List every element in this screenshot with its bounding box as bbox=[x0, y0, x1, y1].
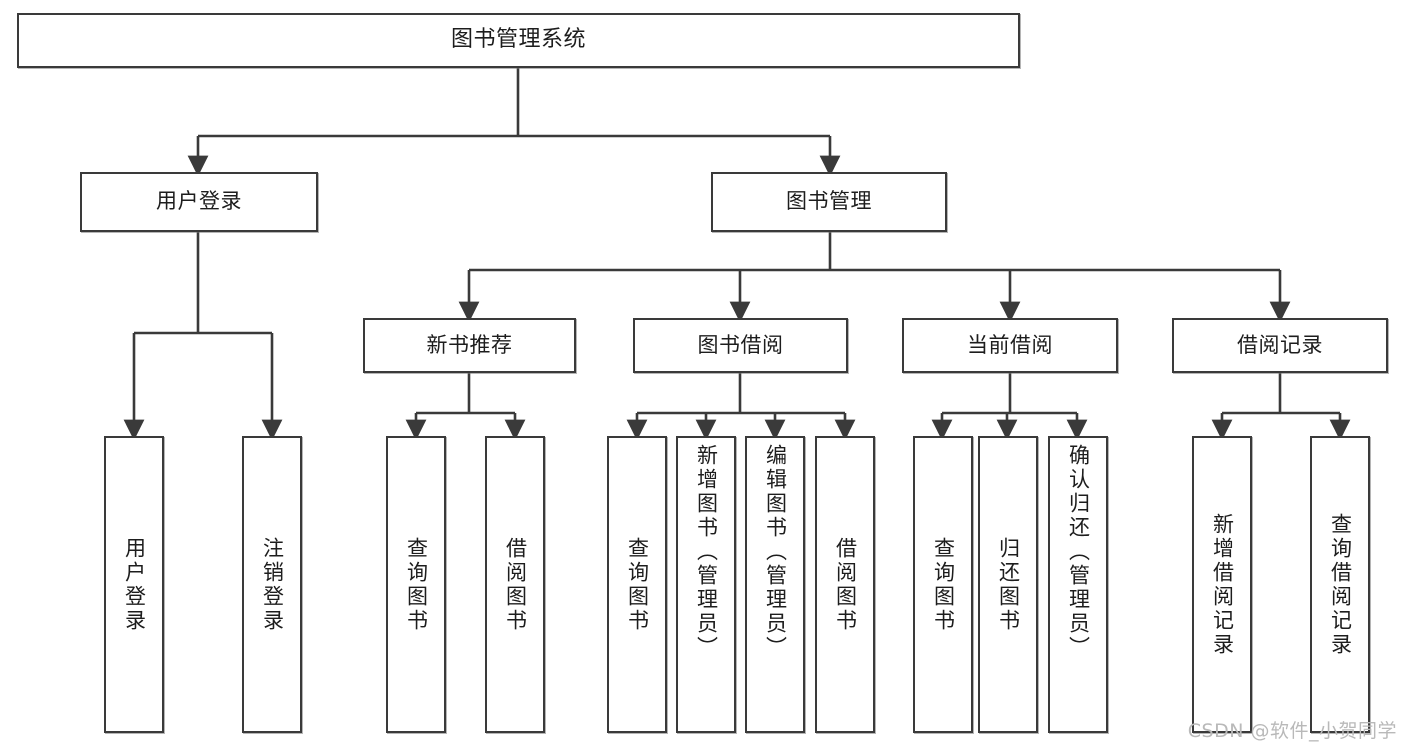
node-label: 注销登录 bbox=[260, 536, 285, 633]
node-label: 用户登录 bbox=[122, 536, 147, 633]
leaf-new-book-query-book[interactable]: 查询图书 bbox=[386, 436, 446, 733]
node-label: 查询图书 bbox=[931, 536, 956, 633]
leaf-current-borrow-query-book[interactable]: 查询图书 bbox=[913, 436, 973, 733]
node-new-book-recommend[interactable]: 新书推荐 bbox=[363, 318, 576, 373]
node-label: 借阅记录 bbox=[1237, 332, 1323, 357]
node-root-system[interactable]: 图书管理系统 bbox=[17, 13, 1020, 68]
node-label: 确认归还（管理员） bbox=[1066, 444, 1091, 660]
node-label: 查询图书 bbox=[404, 536, 429, 633]
node-label: 新书推荐 bbox=[426, 332, 513, 357]
leaf-book-borrow-query-book[interactable]: 查询图书 bbox=[607, 436, 667, 733]
node-label: 查询借阅记录 bbox=[1328, 512, 1353, 657]
leaf-borrow-records-add-record[interactable]: 新增借阅记录 bbox=[1192, 436, 1252, 733]
leaf-book-borrow-add-book[interactable]: 新增图书（管理员） bbox=[676, 436, 736, 733]
leaf-book-borrow-borrow-book[interactable]: 借阅图书 bbox=[815, 436, 875, 733]
node-label: 编辑图书（管理员） bbox=[763, 444, 788, 660]
node-label: 借阅图书 bbox=[833, 536, 858, 633]
leaf-borrow-records-query-record[interactable]: 查询借阅记录 bbox=[1310, 436, 1370, 733]
leaf-current-borrow-confirm-return[interactable]: 确认归还（管理员） bbox=[1048, 436, 1108, 733]
node-borrow-records[interactable]: 借阅记录 bbox=[1172, 318, 1388, 373]
leaf-new-book-borrow-book[interactable]: 借阅图书 bbox=[485, 436, 545, 733]
leaf-book-borrow-edit-book[interactable]: 编辑图书（管理员） bbox=[745, 436, 805, 733]
node-label: 借阅图书 bbox=[503, 536, 528, 633]
node-label: 新增借阅记录 bbox=[1210, 512, 1235, 657]
leaf-user-login-signout[interactable]: 注销登录 bbox=[242, 436, 302, 733]
watermark-text: CSDN @软件_小贺同学 bbox=[1187, 720, 1397, 742]
leaf-current-borrow-return-book[interactable]: 归还图书 bbox=[978, 436, 1038, 733]
node-book-management[interactable]: 图书管理 bbox=[711, 172, 947, 232]
node-label: 查询图书 bbox=[625, 536, 650, 633]
node-label: 当前借阅 bbox=[967, 332, 1053, 357]
leaf-user-login-signin[interactable]: 用户登录 bbox=[104, 436, 164, 733]
node-label: 用户登录 bbox=[156, 189, 242, 214]
node-book-borrow[interactable]: 图书借阅 bbox=[633, 318, 848, 373]
node-current-borrow[interactable]: 当前借阅 bbox=[902, 318, 1118, 373]
node-user-login[interactable]: 用户登录 bbox=[80, 172, 318, 232]
node-label: 新增图书（管理员） bbox=[694, 444, 719, 660]
node-label: 归还图书 bbox=[996, 536, 1021, 633]
node-label: 图书管理系统 bbox=[450, 27, 586, 53]
node-label: 图书借阅 bbox=[697, 332, 784, 357]
node-label: 图书管理 bbox=[786, 189, 872, 214]
